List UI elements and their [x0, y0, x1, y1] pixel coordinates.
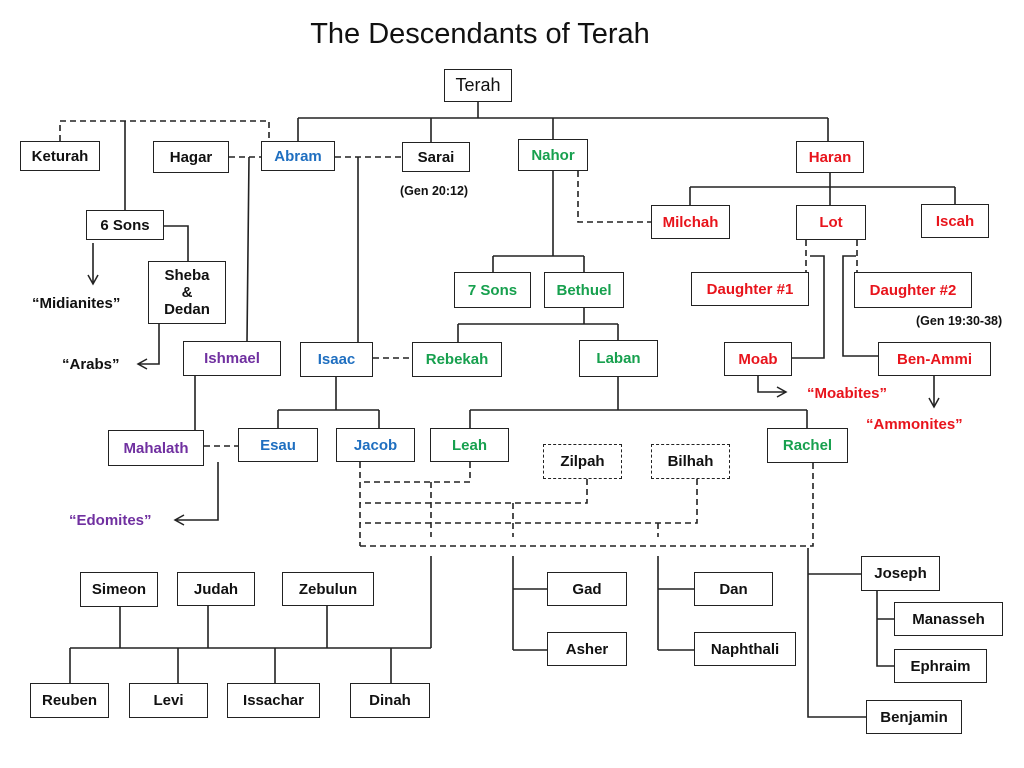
person-reuben: Reuben: [30, 683, 109, 718]
person-isaac: Isaac: [300, 342, 373, 377]
person-sheba-dedan: Sheba & Dedan: [148, 261, 226, 324]
person-jacob: Jacob: [336, 428, 415, 462]
person-dan: Dan: [694, 572, 773, 606]
person-terah: Terah: [444, 69, 512, 102]
person-joseph: Joseph: [861, 556, 940, 591]
person-zebulun: Zebulun: [282, 572, 374, 606]
diagram-title: The Descendants of Terah: [310, 18, 650, 50]
person-simeon: Simeon: [80, 572, 158, 607]
label-midianites: “Midianites”: [32, 295, 121, 312]
person-benjamin: Benjamin: [866, 700, 962, 734]
person-esau: Esau: [238, 428, 318, 462]
person-rachel: Rachel: [767, 428, 848, 463]
person-manasseh: Manasseh: [894, 602, 1003, 636]
note-gen-20-12: (Gen 20:12): [400, 184, 469, 198]
person-moab: Moab: [724, 342, 792, 376]
person-milchah: Milchah: [651, 205, 730, 239]
person-rebekah: Rebekah: [412, 342, 502, 377]
person-seven-sons: 7 Sons: [454, 272, 531, 308]
label-edomites: “Edomites”: [69, 512, 152, 529]
person-daughter-2: Daughter #2: [854, 272, 972, 308]
person-zilpah: Zilpah: [543, 444, 622, 479]
person-bilhah: Bilhah: [651, 444, 730, 479]
label-moabites: “Moabites”: [807, 385, 888, 402]
person-ishmael: Ishmael: [183, 341, 281, 376]
note-gen-19-30-38: (Gen 19:30-38): [916, 314, 1003, 328]
person-abram: Abram: [261, 141, 335, 171]
person-sarai: Sarai: [402, 142, 470, 172]
person-daughter-1: Daughter #1: [691, 272, 809, 306]
person-naphthali: Naphthali: [694, 632, 796, 666]
label-arabs: “Arabs”: [62, 356, 120, 373]
person-nahor: Nahor: [518, 139, 588, 171]
person-haran: Haran: [796, 141, 864, 173]
person-dinah: Dinah: [350, 683, 430, 718]
person-hagar: Hagar: [153, 141, 229, 173]
person-ben-ammi: Ben-Ammi: [878, 342, 991, 376]
person-keturah: Keturah: [20, 141, 100, 171]
person-gad: Gad: [547, 572, 627, 606]
person-judah: Judah: [177, 572, 255, 606]
person-mahalath: Mahalath: [108, 430, 204, 466]
person-levi: Levi: [129, 683, 208, 718]
person-six-sons: 6 Sons: [86, 210, 164, 240]
person-laban: Laban: [579, 340, 658, 377]
person-asher: Asher: [547, 632, 627, 666]
person-issachar: Issachar: [227, 683, 320, 718]
label-ammonites: “Ammonites”: [866, 416, 963, 433]
person-iscah: Iscah: [921, 204, 989, 238]
person-bethuel: Bethuel: [544, 272, 624, 308]
person-lot: Lot: [796, 205, 866, 240]
person-ephraim: Ephraim: [894, 649, 987, 683]
person-leah: Leah: [430, 428, 509, 462]
